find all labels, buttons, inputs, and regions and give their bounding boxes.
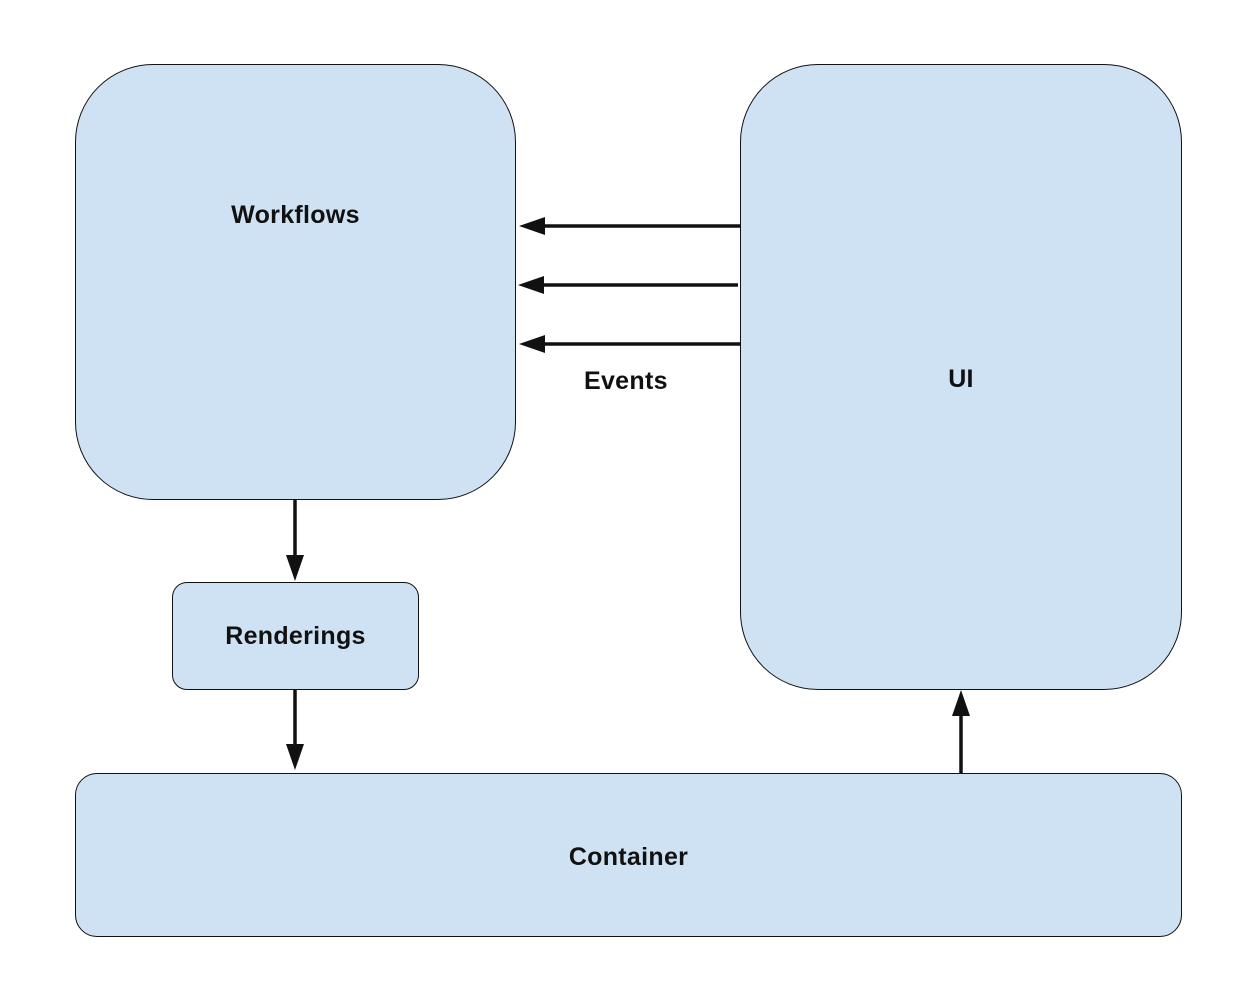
ui-box: UI [740,64,1182,690]
workflows-box: Workflows [75,64,516,500]
renderings-to-container-arrow [286,690,304,770]
events-arrow-3 [519,335,740,353]
events-label: Events [584,367,668,395]
container-box: Container [75,773,1182,937]
workflows-to-renderings-arrow [286,500,304,581]
workflows-label: Workflows [231,200,360,229]
renderings-label: Renderings [225,621,366,650]
events-arrow-2 [518,276,738,294]
container-label: Container [568,842,689,871]
events-arrow-1 [519,217,740,235]
container-to-ui-arrow [952,690,970,773]
renderings-box: Renderings [172,582,419,690]
ui-label: UI [948,364,974,393]
